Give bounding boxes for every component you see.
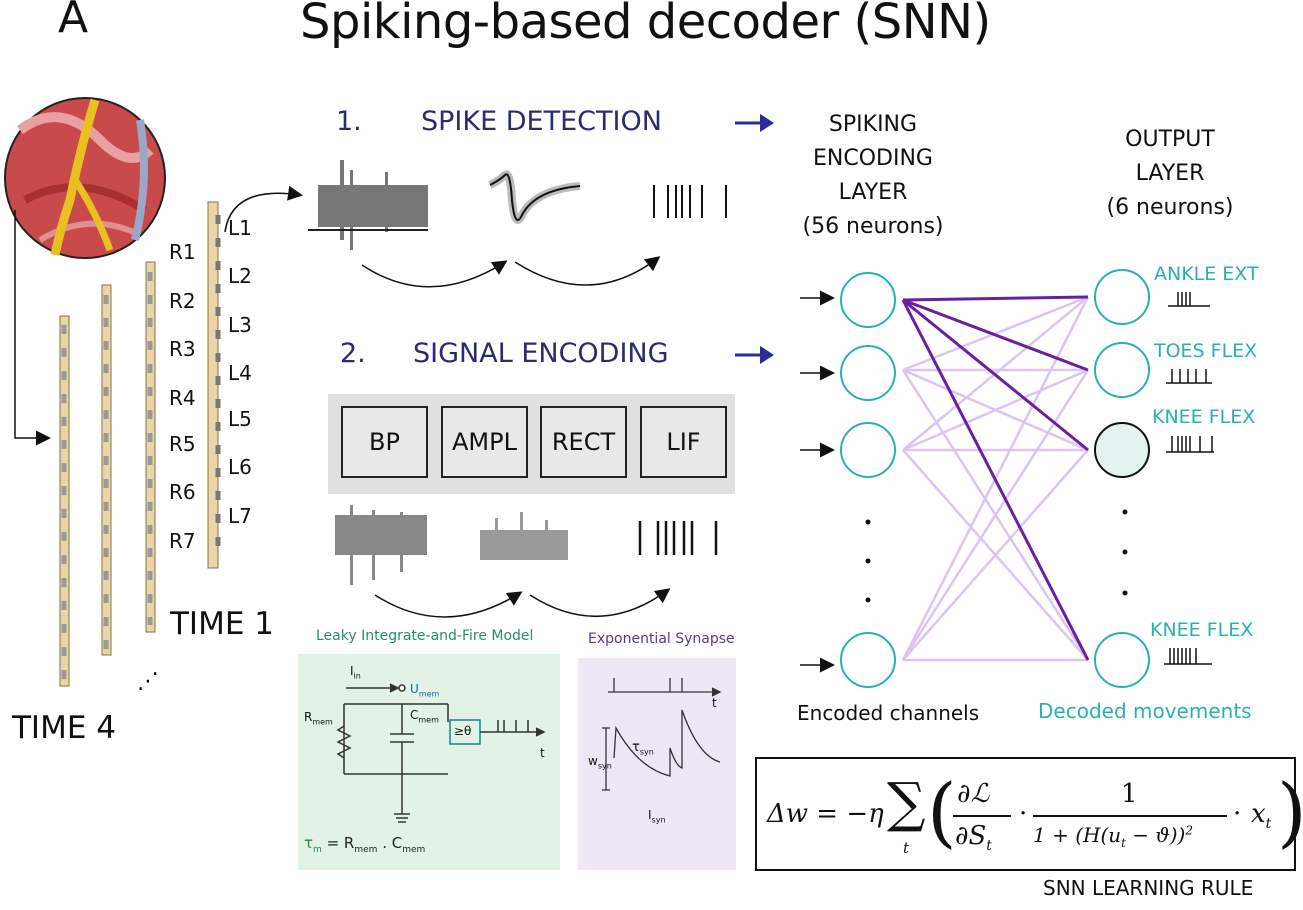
flow-arrow [529,588,671,618]
raw-signal-2 [335,505,427,585]
synapse-title: Exponential Synapse [588,631,735,647]
encoded-channels-caption: Encoded channels [797,701,980,725]
step2-number: 2. [340,338,366,369]
output-label-knee-flex: KNEE FLEX [1152,406,1256,428]
electrode-label-r3: R3 [169,337,196,361]
raw-signal-1 [308,160,428,250]
electrode-label-l2: L2 [228,264,252,288]
synapse-box: t wsyn τsyn Isyn [578,658,736,870]
electrode-label-l5: L5 [228,407,252,431]
fraction2-bar [1033,815,1227,817]
ellipsis-icon [865,519,871,603]
learning-rule-box: Δw = −η ∑ t ( ∂ℒ ∂St · 1 1 + (H(ut − ϑ))… [755,757,1303,871]
output-spikes [1164,292,1214,665]
synapse-plot [602,678,722,791]
encoding-neurons [840,272,896,688]
figure-title: Spiking-based decoder (SNN) [300,0,991,50]
dot-operator: · [1019,799,1028,829]
flow-arrow [361,260,508,288]
dot-operator-2: · [1233,799,1242,829]
anatomy-illustration [4,97,166,259]
ellipsis-icon: ⋰ [137,669,159,694]
spike-waveform [488,170,581,224]
learning-rule-label: SNN LEARNING RULE [1043,876,1254,900]
electrode-label-l7: L7 [228,504,252,528]
ellipsis-icon [1122,509,1128,596]
fraction1-numerator: ∂ℒ [957,779,990,809]
rectified-signal [480,512,568,560]
electrode-label-r2: R2 [169,289,196,313]
lif-current-label: Iin [350,664,361,681]
encoding-layer-title: SPIKING ENCODING LAYER (56 neurons) [802,112,944,239]
fraction2-numerator: 1 [1121,779,1138,809]
lif-time-label: t [540,746,545,760]
formula-lhs: Δw = −η [767,799,884,829]
fraction1-bar [953,815,1011,817]
block-rect: RECT [540,406,627,478]
spike-train-2 [638,521,718,555]
electrode-label-r1: R1 [169,240,196,264]
electrode-time4 [59,315,70,687]
block-ampl: AMPL [441,406,528,478]
electrode-label-l3: L3 [228,313,252,337]
lif-threshold-label: ≥θ [454,724,472,738]
lif-title: Leaky Integrate-and-Fire Model [316,628,534,644]
electrode-label-r4: R4 [169,386,196,410]
synapse-current-label: Isyn [648,808,666,825]
lif-rmem-label: Rmem [304,710,333,727]
time4-label: TIME 4 [12,710,116,746]
electrode-to-signal-arrow [224,185,303,233]
input-arrows [800,290,835,673]
output-label-knee-flex-2: KNEE FLEX [1150,619,1254,641]
synapse-weight-label: wsyn [588,754,612,771]
lif-model-box: Iin Umem Rmem Cmem ≥θ t τm = Rmem . Cmem [298,654,560,870]
step2-title: SIGNAL ENCODING [413,338,669,369]
output-label-toes-flex: TOES FLEX [1154,340,1258,362]
link-arrow [14,210,51,446]
paren-right-icon: ) [1277,767,1303,856]
panel-letter: A [58,0,89,43]
sum-index: t [903,839,910,857]
output-label-ankle-ext: ANKLE EXT [1154,263,1259,285]
formula-x: xt [1251,799,1272,833]
block-bp: BP [341,406,428,478]
block-lif: LIF [640,406,727,478]
synapse-tau-label: τsyn [632,740,654,757]
electrode-time2 [145,261,156,633]
step1-number: 1. [336,106,362,137]
strong-connections [901,295,1090,661]
electrode-time1 [207,201,221,569]
output-layer-title: OUTPUT LAYER (6 neurons) [1106,127,1234,220]
electrode-label-l1: L1 [228,216,252,240]
lif-cmem-label: Cmem [410,708,439,725]
step1-title: SPIKE DETECTION [421,106,662,137]
flow-arrow [514,256,661,286]
electrode-label-r5: R5 [169,432,196,456]
lif-umem-label: Umem [410,682,440,699]
electrode-time3 [101,284,112,656]
electrode-label-l6: L6 [228,455,252,479]
electrode-label-l4: L4 [228,361,252,385]
fraction1-denominator: ∂St [955,821,992,855]
sum-icon: ∑ [887,771,926,834]
output-neurons [1094,269,1150,688]
electrode-label-r7: R7 [169,529,196,553]
lif-tau-equation: τm = Rmem . Cmem [304,834,426,855]
decoded-movements-caption: Decoded movements [1038,699,1252,723]
lif-circuit [336,683,546,823]
flow-arrow [374,591,523,618]
time1-label: TIME 1 [170,606,274,642]
fraction2-denominator: 1 + (H(ut − ϑ))2 [1033,823,1193,850]
spike-train-1 [653,185,727,218]
synapse-time-label: t [712,696,717,710]
paren-left-icon: ( [927,767,957,856]
electrode-label-r6: R6 [169,480,196,504]
